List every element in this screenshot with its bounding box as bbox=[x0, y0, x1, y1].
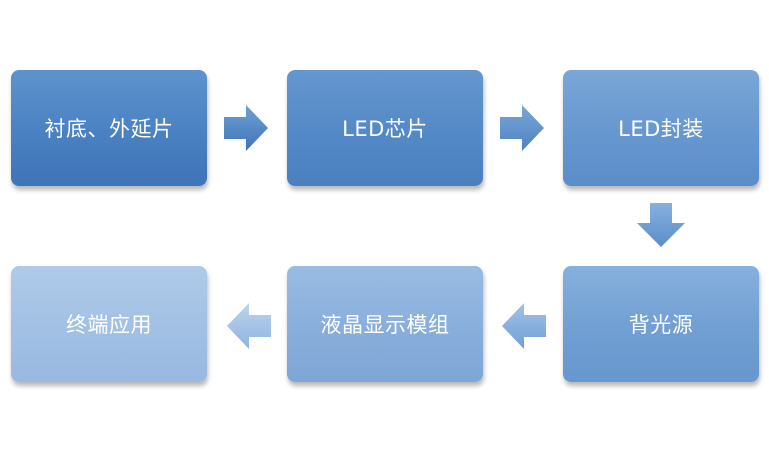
step-label: 终端应用 bbox=[66, 313, 152, 337]
step-backlight: 背光源 bbox=[563, 266, 759, 382]
step-label: LED芯片 bbox=[342, 117, 428, 141]
arrow-down-icon bbox=[637, 203, 685, 247]
step-led-package: LED封装 bbox=[563, 70, 759, 186]
step-terminal-application: 终端应用 bbox=[11, 266, 207, 382]
arrow-left-icon bbox=[227, 303, 271, 349]
arrow-right-icon bbox=[500, 105, 544, 151]
step-label: 衬底、外延片 bbox=[44, 117, 174, 141]
step-led-chip: LED芯片 bbox=[287, 70, 483, 186]
step-lcd-module: 液晶显示模组 bbox=[287, 266, 483, 382]
arrow-right-icon bbox=[224, 105, 268, 151]
step-label: LED封装 bbox=[618, 117, 704, 141]
step-label: 背光源 bbox=[628, 313, 694, 337]
arrow-left-icon bbox=[502, 303, 546, 349]
step-substrate-epitaxial-wafer: 衬底、外延片 bbox=[11, 70, 207, 186]
step-label: 液晶显示模组 bbox=[320, 313, 450, 337]
